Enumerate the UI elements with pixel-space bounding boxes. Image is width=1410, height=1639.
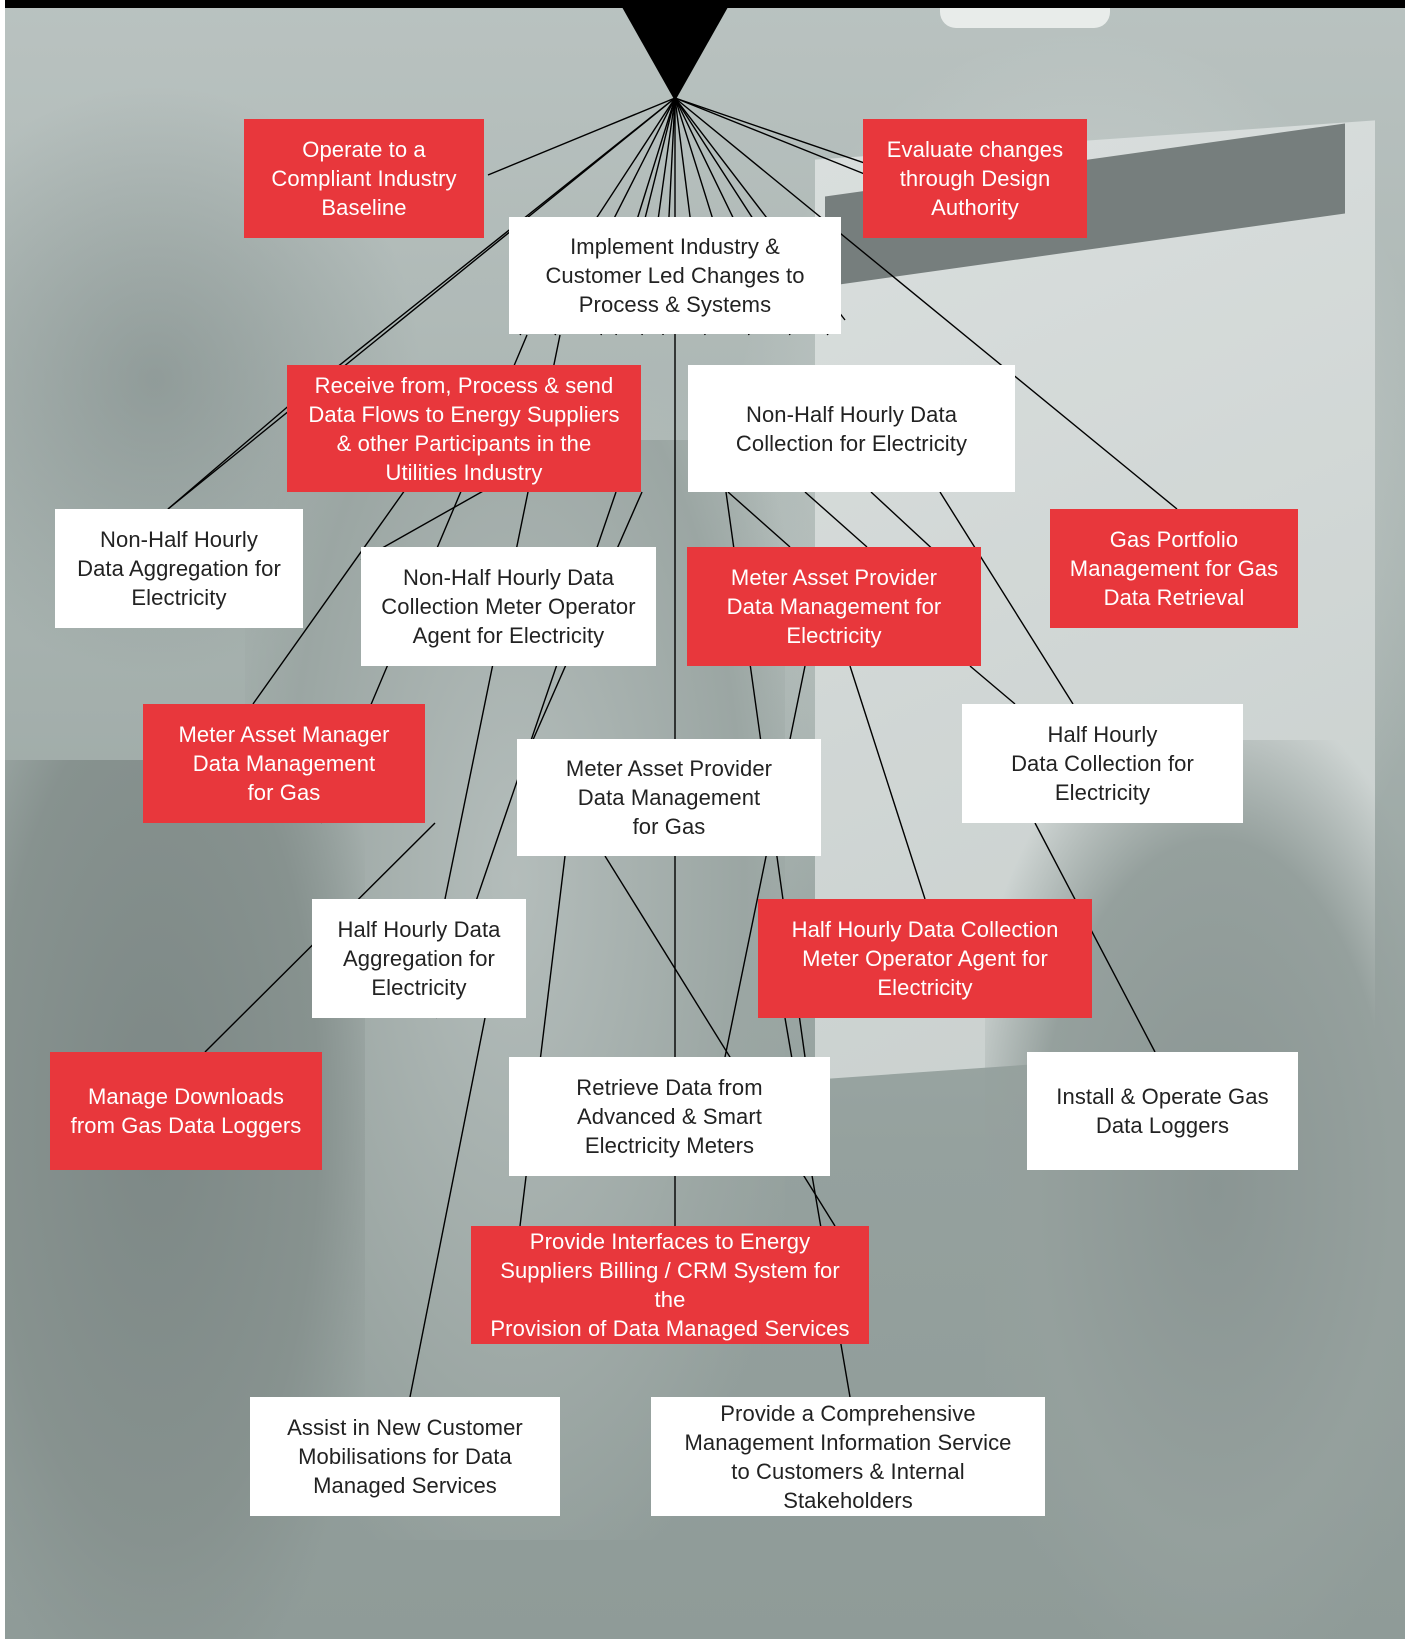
node-implement: Implement Industry & Customer Led Change… <box>509 217 841 334</box>
connector-line <box>487 97 676 176</box>
connector-line <box>291 97 676 404</box>
node-nhh-da: Non-Half Hourly Data Aggregation for Ele… <box>55 509 303 628</box>
node-nhh-dc: Non-Half Hourly Data Collection for Elec… <box>688 365 1015 492</box>
connector-line <box>724 665 806 1058</box>
node-map-elec: Meter Asset Provider Data Management for… <box>687 547 981 666</box>
node-hh-dc: Half Hourly Data Collection for Electric… <box>962 704 1243 823</box>
node-downloads: Manage Downloads from Gas Data Loggers <box>50 1052 322 1170</box>
connector-line <box>849 665 926 900</box>
node-retrieve: Retrieve Data from Advanced & Smart Elec… <box>509 1057 830 1176</box>
connector-line <box>167 402 293 510</box>
connector-line <box>167 97 676 510</box>
node-evaluate: Evaluate changes through Design Authorit… <box>863 119 1087 238</box>
node-hh-da: Half Hourly Data Aggregation for Electri… <box>312 899 526 1018</box>
node-nhh-dc-mop: Non-Half Hourly Data Collection Meter Op… <box>361 547 656 666</box>
node-map-gas: Meter Asset Provider Data Management for… <box>517 739 821 856</box>
node-receive: Receive from, Process & send Data Flows … <box>287 365 641 492</box>
connector-line <box>674 97 1178 510</box>
connector-line <box>804 491 868 548</box>
connector-line <box>674 97 868 176</box>
connector-line <box>1034 822 1156 1053</box>
node-assist: Assist in New Customer Mobilisations for… <box>250 1397 560 1516</box>
node-install: Install & Operate Gas Data Loggers <box>1027 1052 1298 1170</box>
apex-triangle <box>618 0 732 101</box>
node-hh-dc-mop: Half Hourly Data Collection Meter Operat… <box>758 899 1092 1018</box>
connector-line <box>939 491 1074 705</box>
node-mam-gas: Meter Asset Manager Data Management for … <box>143 704 425 823</box>
node-operate: Operate to a Compliant Industry Baseline <box>244 119 484 238</box>
node-interfaces: Provide Interfaces to Energy Suppliers B… <box>471 1226 869 1344</box>
connector-line <box>252 489 406 705</box>
connector-line <box>409 1017 486 1398</box>
node-mi-service: Provide a Comprehensive Management Infor… <box>651 1397 1045 1516</box>
connector-line <box>727 491 791 548</box>
connector-line <box>969 665 1016 705</box>
node-gas-portfolio: Gas Portfolio Management for Gas Data Re… <box>1050 509 1298 628</box>
diagram-canvas: Operate to a Compliant Industry Baseline… <box>5 0 1405 1639</box>
